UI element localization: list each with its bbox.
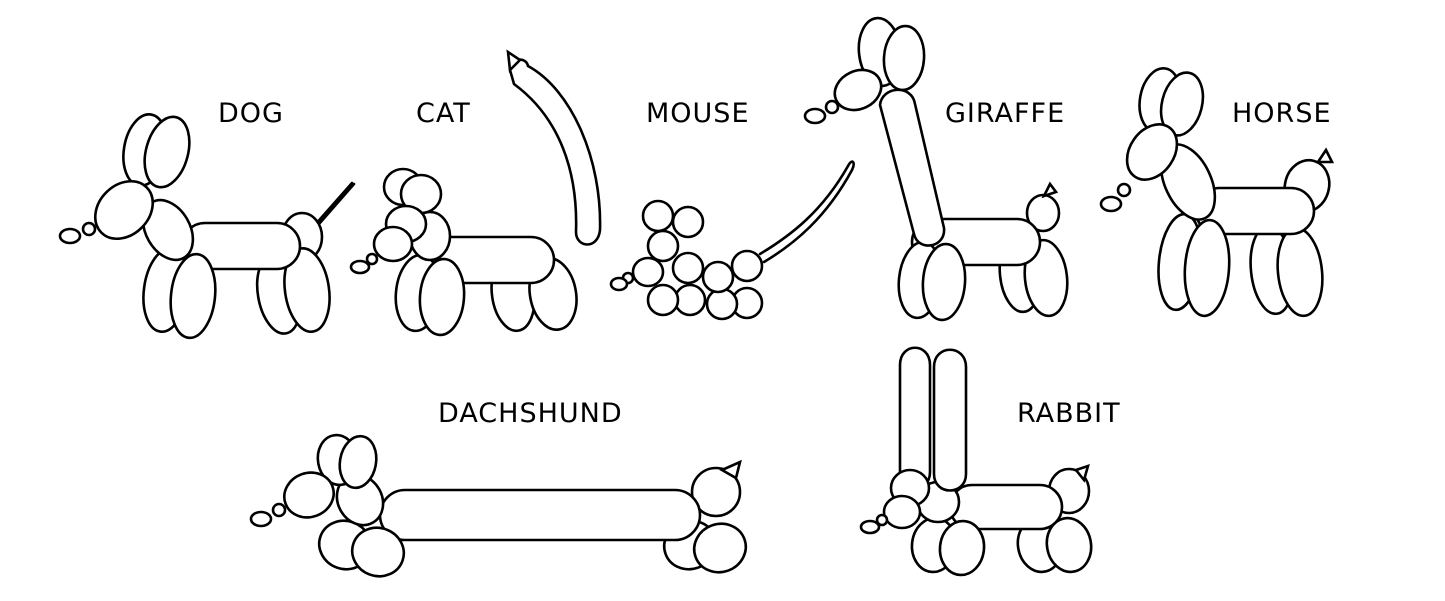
- horse-label: HORSE: [1232, 98, 1332, 129]
- rabbit-ear-front: [932, 348, 968, 492]
- horse-knot: [1116, 182, 1132, 198]
- giraffe-knot: [824, 99, 840, 115]
- rabbit-back-leg-front: [1045, 516, 1093, 574]
- horse-nozzle: [1099, 195, 1123, 213]
- dachshund-tail: [690, 466, 742, 518]
- rabbit-nozzle: [859, 519, 881, 535]
- rabbit-ear-back: [898, 346, 932, 490]
- mouse-head: [646, 229, 680, 263]
- giraffe-snout: [833, 68, 883, 112]
- cat-knot: [365, 252, 379, 266]
- cat-snout: [372, 225, 414, 263]
- cat-label: CAT: [416, 98, 471, 129]
- rabbit-balloon: [859, 346, 1093, 577]
- dog-ear-front: [143, 115, 191, 189]
- rabbit-knot: [875, 513, 889, 527]
- mouse-label: MOUSE: [646, 98, 750, 129]
- horse-front-leg-front: [1183, 218, 1231, 318]
- mouse-front-leg-2: [646, 283, 680, 317]
- giraffe-tail-tip: [1041, 181, 1059, 199]
- mouse-body: [701, 260, 735, 294]
- rabbit-tail-tip: [1073, 463, 1090, 483]
- mouse-snout: [631, 256, 665, 288]
- cat-tail: [508, 58, 602, 246]
- horse-balloon: [1099, 66, 1335, 318]
- dog-nozzle: [58, 227, 82, 245]
- mouse-ear-front: [671, 205, 705, 239]
- dachshund-balloon: [249, 433, 748, 578]
- cat-balloon: [349, 49, 602, 337]
- dachshund-label: DACHSHUND: [438, 398, 623, 429]
- dachshund-knot: [271, 502, 287, 518]
- cat-nozzle: [349, 259, 371, 275]
- dachshund-back-leg-front: [692, 522, 748, 574]
- dog-label: DOG: [218, 98, 284, 129]
- giraffe-balloon: [803, 16, 1069, 322]
- mouse-back-leg-2: [705, 287, 739, 321]
- dog-knot: [81, 221, 97, 237]
- mouse-balloon: [609, 160, 855, 321]
- mouse-tail: [758, 160, 855, 264]
- giraffe-front-leg-front: [921, 242, 967, 322]
- rabbit-front-leg-front: [938, 519, 986, 577]
- horse-tail-tip: [1315, 147, 1335, 164]
- dog-snout: [93, 179, 155, 241]
- horse-snout: [1125, 123, 1179, 181]
- dachshund-body: [378, 488, 702, 542]
- dog-front-leg-front: [169, 252, 217, 340]
- dachshund-nozzle: [249, 510, 273, 528]
- mouse-nozzle: [609, 276, 629, 292]
- mouse-ear-back: [641, 199, 675, 233]
- dachshund-front-leg-front: [350, 526, 406, 578]
- cat-tail-tip: [506, 49, 523, 73]
- giraffe-nozzle: [803, 107, 827, 125]
- giraffe-tail: [1025, 193, 1061, 233]
- rabbit-snout: [882, 494, 922, 530]
- dachshund-ear-front: [338, 434, 378, 490]
- dachshund-tail-tip: [719, 459, 742, 480]
- dog-tail-edge: [312, 181, 354, 228]
- mouse-front-leg: [673, 283, 707, 317]
- giraffe-back-leg-front: [1023, 238, 1069, 318]
- mouse-tail-joint: [730, 249, 764, 283]
- rabbit-label: RABBIT: [1017, 398, 1121, 429]
- dachshund-snout: [283, 471, 335, 519]
- giraffe-neck: [878, 88, 946, 247]
- cat-front-leg-front: [418, 257, 466, 337]
- mouse-neck: [671, 251, 705, 285]
- giraffe-ear-front: [882, 24, 926, 92]
- dog-balloon: [58, 113, 356, 340]
- giraffe-label: GIRAFFE: [945, 98, 1066, 129]
